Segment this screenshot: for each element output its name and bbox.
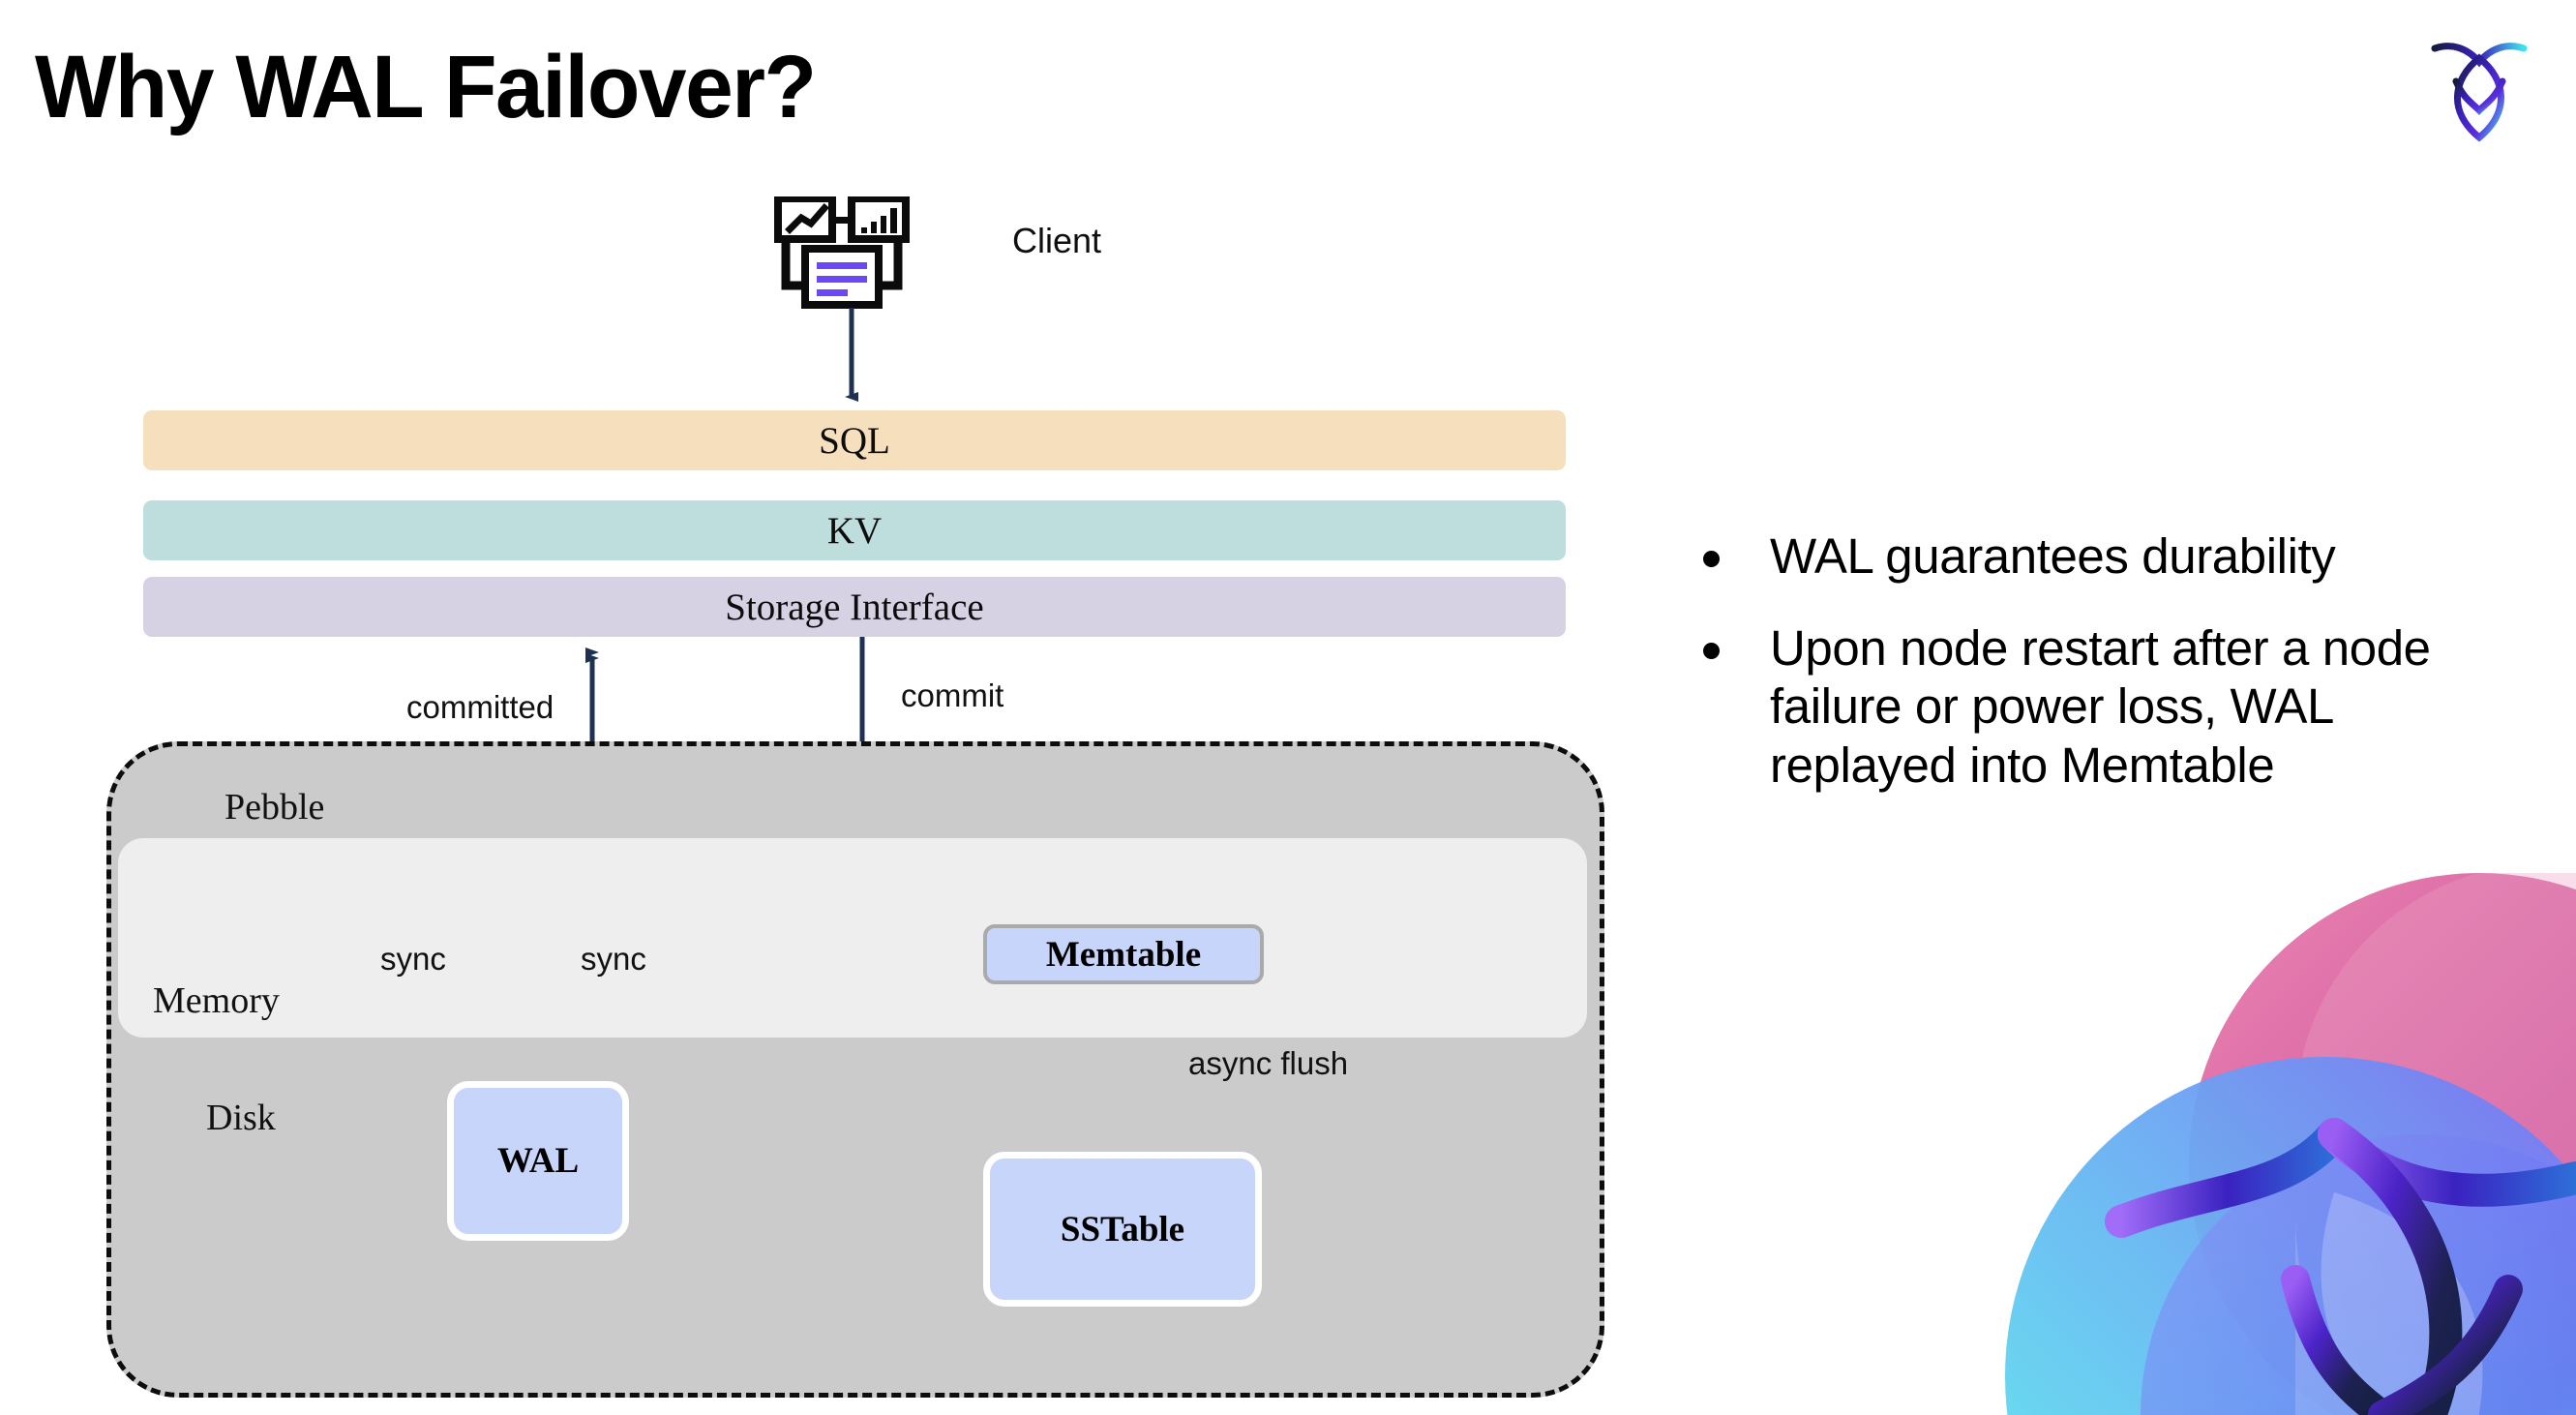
corner-logo-artwork: [1879, 873, 2576, 1415]
sstable-label: SSTable: [1060, 1209, 1185, 1249]
layer-bar-sql: SQL: [143, 410, 1566, 470]
memtable-label: Memtable: [1045, 934, 1202, 975]
wal-box: WAL: [447, 1081, 629, 1241]
pebble-label: Pebble: [225, 787, 325, 828]
bullet-text: WAL guarantees durability: [1770, 528, 2336, 584]
page-title: Why WAL Failover?: [35, 38, 817, 136]
memtable-box: Memtable: [983, 924, 1264, 984]
memory-label: Memory: [153, 980, 280, 1021]
disk-label: Disk: [206, 1098, 276, 1138]
layer-bar-sql-label: SQL: [819, 419, 890, 462]
client-label: Client: [1012, 221, 1102, 260]
layer-bar-kv: KV: [143, 500, 1566, 560]
list-item: Upon node restart after a node failure o…: [1703, 619, 2526, 796]
edge-label-async-flush: async flush: [1188, 1045, 1349, 1081]
edge-label-sync-left: sync: [380, 941, 446, 977]
list-item: WAL guarantees durability: [1703, 527, 2526, 587]
architecture-diagram: Client SQL K: [106, 195, 1604, 1398]
bullet-list: WAL guarantees durability Upon node rest…: [1703, 527, 2526, 828]
edge-label-commit: commit: [901, 677, 1004, 713]
sstable-box: SSTable: [983, 1152, 1262, 1307]
bullet-dot-icon: [1703, 551, 1720, 567]
bullet-text: Upon node restart after a node failure o…: [1770, 619, 2431, 794]
layer-bar-storage-interface: Storage Interface: [143, 577, 1566, 637]
wal-label: WAL: [496, 1141, 580, 1181]
client-dashboard-icon: [774, 195, 929, 317]
edge-label-sync-right: sync: [581, 941, 646, 977]
layer-bar-storage-interface-label: Storage Interface: [725, 586, 984, 628]
cockroach-labs-logo: [2427, 31, 2531, 145]
edge-label-committed: committed: [406, 689, 554, 725]
memory-band: [118, 838, 1587, 1038]
bullet-dot-icon: [1703, 642, 1720, 659]
layer-bar-kv-label: KV: [826, 509, 883, 552]
